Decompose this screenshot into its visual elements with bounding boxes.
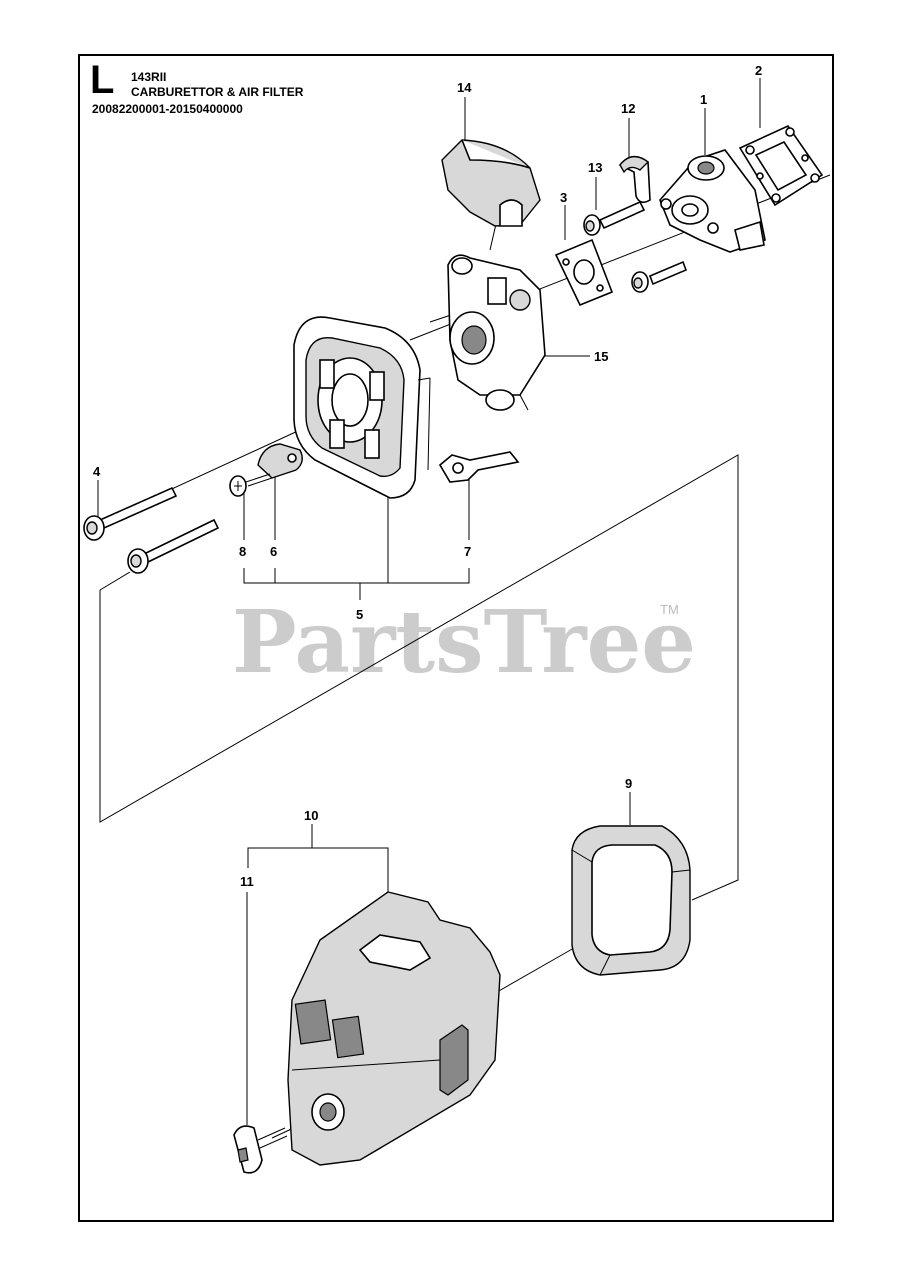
callout-1: 1 xyxy=(700,92,707,107)
callout-4: 4 xyxy=(93,464,101,479)
watermark-trademark: TM xyxy=(660,602,679,617)
callout-13: 13 xyxy=(588,160,602,175)
filter-holder-assembly[interactable] xyxy=(293,316,431,499)
callout-14: 14 xyxy=(457,80,472,95)
intake-manifold[interactable] xyxy=(659,149,766,253)
gasket-carburettor[interactable] xyxy=(554,238,614,307)
callout-3: 3 xyxy=(560,190,567,205)
assembly-axis-lines xyxy=(99,174,831,1139)
callout-leader-lines xyxy=(97,78,761,1125)
bolt[interactable] xyxy=(583,200,646,236)
callout-labels: 1 2 3 4 5 6 7 8 9 10 11 12 13 14 15 xyxy=(93,63,762,889)
serial-range: 20082200001-20150400000 xyxy=(92,102,243,116)
callout-10: 10 xyxy=(304,808,318,823)
callout-6: 6 xyxy=(270,544,277,559)
callout-11: 11 xyxy=(240,874,254,889)
bolt-lower[interactable] xyxy=(631,260,688,293)
air-filter[interactable] xyxy=(571,825,691,976)
callout-2: 2 xyxy=(755,63,762,78)
choke-plate[interactable] xyxy=(257,443,303,479)
diagram-frame xyxy=(78,54,834,1222)
model-number: 143RII xyxy=(131,70,167,84)
choke-lever[interactable] xyxy=(438,451,520,483)
clip[interactable] xyxy=(618,155,651,204)
long-bolt-lower[interactable] xyxy=(127,518,220,574)
carburettor-cap[interactable] xyxy=(441,139,541,227)
carburettor[interactable] xyxy=(447,254,546,411)
callout-7: 7 xyxy=(464,544,471,559)
callout-8: 8 xyxy=(239,544,246,559)
section-letter: L xyxy=(90,58,115,102)
gasket-large[interactable] xyxy=(738,124,824,207)
screw[interactable] xyxy=(229,473,273,497)
callout-9: 9 xyxy=(625,776,632,791)
long-bolt[interactable] xyxy=(83,486,178,541)
filter-cover-assembly[interactable] xyxy=(287,891,501,1166)
section-title: CARBURETTOR & AIR FILTER xyxy=(131,85,304,99)
watermark-text: PartsTree xyxy=(232,592,696,693)
callout-5: 5 xyxy=(356,607,363,622)
cover-knob[interactable] xyxy=(233,1125,288,1174)
callout-12: 12 xyxy=(621,101,635,116)
callout-15: 15 xyxy=(594,349,608,364)
